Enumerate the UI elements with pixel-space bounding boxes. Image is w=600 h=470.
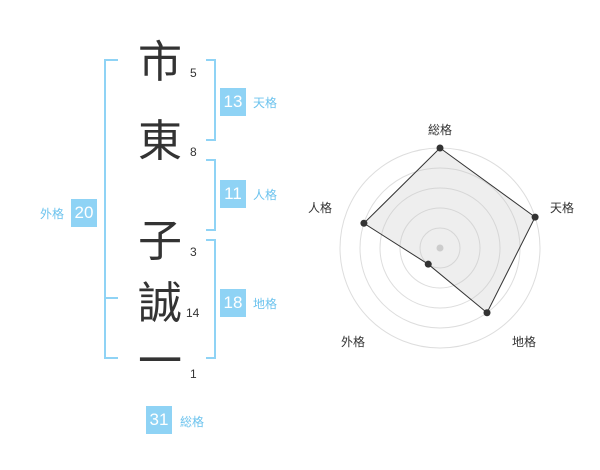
radar-point-5 <box>360 219 368 227</box>
radar-center <box>436 244 444 252</box>
radar-points <box>360 144 539 317</box>
stroke-count-1: 5 <box>190 66 197 80</box>
radar-ring-2 <box>399 207 481 289</box>
radar-label-soukaku: 総格 <box>428 122 452 137</box>
chikaku-label: 地格 <box>253 297 278 311</box>
chikaku-bracket <box>206 239 216 359</box>
radar-ring-1 <box>419 227 461 269</box>
gaikaku-label: 外格 <box>40 207 65 221</box>
name-char-1: 市 <box>138 37 182 88</box>
radar-label-jinkaku: 人格 <box>308 200 332 215</box>
name-char-5: 一 <box>138 336 182 387</box>
gaikaku-badge: 20 <box>71 199 97 227</box>
stroke-count-3: 3 <box>190 245 197 259</box>
tenkaku-label: 天格 <box>253 96 278 110</box>
name-char-2: 東 <box>138 116 182 167</box>
radar-point-3 <box>483 309 491 317</box>
radar-point-1 <box>436 144 444 152</box>
stroke-count-2: 8 <box>190 145 197 159</box>
radar-label-tenkaku: 天格 <box>550 200 574 215</box>
radar-label-chikaku: 地格 <box>512 334 536 349</box>
jinkaku-label: 人格 <box>253 188 278 202</box>
radar-area <box>363 147 536 314</box>
radar-label-gaikaku: 外格 <box>341 334 365 349</box>
name-char-3: 子 <box>138 216 182 267</box>
radar-point-2 <box>531 213 539 221</box>
gaikaku-bracket <box>104 59 118 359</box>
radar-ring-3 <box>379 187 501 309</box>
tenkaku-badge: 13 <box>220 88 246 116</box>
chikaku-badge: 18 <box>220 289 246 317</box>
soukaku-label: 総格 <box>180 415 205 429</box>
soukaku-badge: 31 <box>146 406 172 434</box>
jinkaku-bracket <box>206 159 216 231</box>
tenkaku-bracket <box>206 59 216 141</box>
jinkaku-badge: 11 <box>220 180 246 208</box>
radar-point-4 <box>424 260 432 268</box>
stroke-count-4: 14 <box>186 306 200 320</box>
name-char-4: 誠 <box>138 278 182 329</box>
stroke-count-5: 1 <box>190 367 197 381</box>
